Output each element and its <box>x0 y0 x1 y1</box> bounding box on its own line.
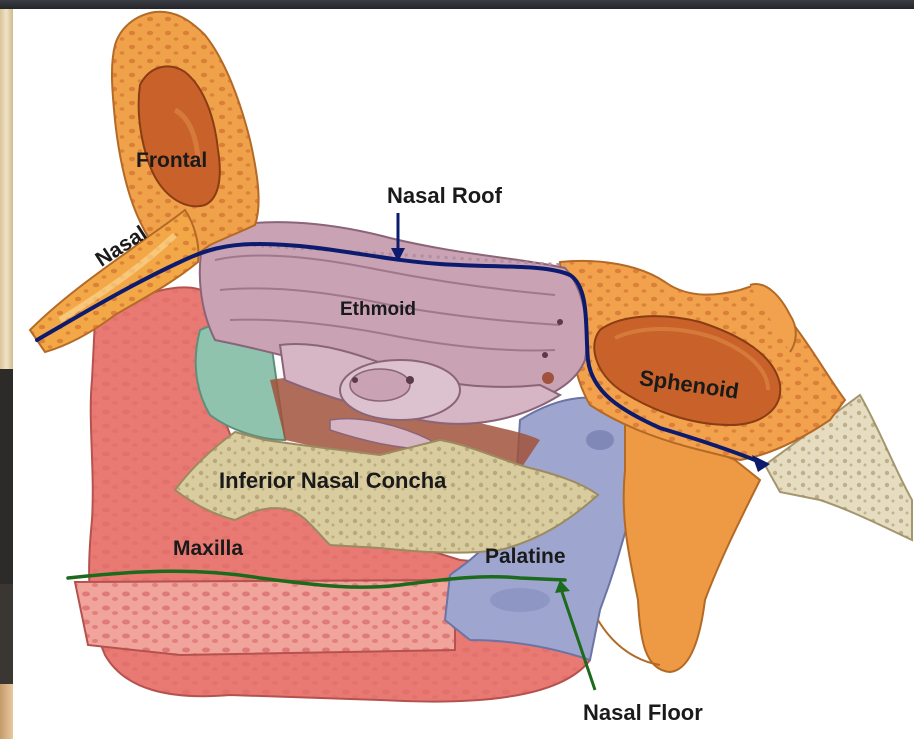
label-nasal-floor: Nasal Floor <box>583 702 703 724</box>
label-inferior-nasal-concha: Inferior Nasal Concha <box>219 470 446 492</box>
label-frontal: Frontal <box>136 150 207 171</box>
label-maxilla: Maxilla <box>173 538 243 559</box>
label-ethmoid: Ethmoid <box>340 300 416 319</box>
label-palatine: Palatine <box>485 546 566 567</box>
label-nasal-roof: Nasal Roof <box>387 185 502 207</box>
